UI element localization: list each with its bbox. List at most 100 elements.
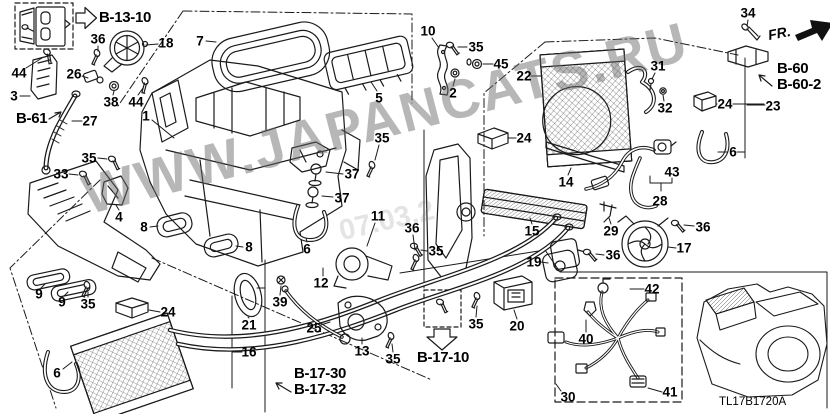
part-callout-22: 22 — [516, 68, 532, 84]
ref-label-b-17-30: B-17-30 — [294, 365, 347, 382]
evaporator-22 — [539, 48, 633, 168]
part-callout-35: 35 — [428, 243, 444, 259]
b-61-arrow-icon — [48, 111, 62, 120]
bolt-39 — [276, 275, 286, 285]
part-callout-31: 31 — [650, 58, 666, 74]
heater-housing — [139, 59, 361, 267]
foot-duct — [27, 160, 161, 283]
part-callout-24: 24 — [160, 304, 176, 320]
part-callout-33: 33 — [53, 166, 69, 182]
b-17-10-arrow-icon — [426, 328, 458, 351]
part-callout-6: 6 — [303, 241, 311, 257]
part-callout-35: 35 — [374, 130, 390, 146]
part-callout-35: 35 — [468, 316, 484, 332]
clip-29 — [599, 201, 617, 223]
part-callout-37: 37 — [334, 190, 350, 206]
b-17-30-arrow-icon — [275, 382, 292, 393]
resistor-20 — [493, 275, 533, 311]
part-callout-7: 7 — [196, 33, 204, 49]
part-callout-15: 15 — [524, 223, 540, 239]
part-callout-6: 6 — [729, 144, 737, 160]
ecu-module — [19, 6, 71, 47]
part-callout-3: 3 — [10, 88, 18, 104]
part-callout-20: 20 — [509, 318, 525, 334]
part-callout-10: 10 — [420, 23, 436, 39]
part-callout-16: 16 — [241, 344, 257, 360]
heater-core-16 — [70, 312, 194, 414]
nut-32 — [659, 87, 667, 95]
vent-5 — [323, 35, 414, 95]
part-callout-35: 35 — [468, 39, 484, 55]
ref-label-b-60-2: B-60-2 — [777, 76, 822, 93]
part-callout-8: 8 — [245, 239, 253, 255]
clamp-43 — [653, 139, 677, 155]
wire-harness-30 — [547, 278, 666, 388]
seal-9a — [26, 268, 71, 291]
pipe-28 — [584, 145, 658, 210]
part-callout-25: 25 — [306, 320, 322, 336]
part-callout-39: 39 — [272, 294, 288, 310]
connector-24a — [693, 91, 717, 112]
connector-24c — [115, 297, 149, 319]
aspirator-fan-17 — [617, 215, 669, 268]
b-60-arrow-icon — [758, 74, 773, 87]
part-callout-38: 38 — [103, 94, 119, 110]
connector-24b — [477, 127, 509, 150]
b-17-10-detail-box — [423, 289, 462, 328]
bracket-4 — [101, 175, 129, 206]
bracket-10 — [436, 44, 449, 96]
hose-strap-6b — [696, 130, 730, 165]
part-callout-9: 9 — [58, 294, 66, 310]
harness-detail-box — [554, 277, 683, 403]
part-callout-43: 43 — [664, 164, 680, 180]
part-callout-27: 27 — [82, 113, 98, 129]
valve-26 — [82, 69, 120, 92]
part-callout-23: 23 — [765, 98, 781, 114]
part-callout-35: 35 — [80, 296, 96, 312]
nut-2 — [450, 68, 460, 78]
part-callout-32: 32 — [657, 100, 673, 116]
ref-label-b-60: B-60 — [777, 60, 809, 77]
part-callout-1: 1 — [142, 108, 150, 124]
evaporator-pipes — [545, 65, 656, 173]
part-callout-24: 24 — [717, 96, 733, 112]
link-assembly — [289, 141, 331, 173]
ref-label-b-17-32: B-17-32 — [294, 381, 347, 398]
seal-8b — [203, 233, 239, 258]
clip-37b — [305, 186, 319, 209]
stud-31 — [647, 77, 655, 91]
ecu-detail-box — [14, 2, 74, 50]
servo-11 — [333, 247, 393, 289]
part-callout-17: 17 — [676, 240, 692, 256]
fr-direction-arrow-icon — [795, 20, 830, 41]
seal-8a — [156, 212, 193, 238]
part-callout-14: 14 — [558, 174, 574, 190]
gasket-7 — [211, 21, 331, 93]
part-callout-45: 45 — [493, 56, 509, 72]
part-callout-8: 8 — [140, 219, 148, 235]
ref-label-b-17-10: B-17-10 — [417, 349, 470, 366]
part-callout-36: 36 — [404, 220, 420, 236]
b-13-10-arrow-icon — [75, 6, 98, 30]
part-callout-26: 26 — [66, 66, 82, 82]
part-callout-36: 36 — [90, 31, 106, 47]
fan-actuator-18 — [103, 30, 149, 73]
part-callout-2: 2 — [449, 85, 457, 101]
part-callout-35: 35 — [81, 150, 97, 166]
part-callout-28: 28 — [652, 193, 668, 209]
part-callout-29: 29 — [603, 223, 619, 239]
part-callout-6: 6 — [53, 365, 61, 381]
diagram-code: TL17B1720A — [719, 396, 787, 408]
nut-45 — [466, 58, 483, 70]
ref-label-b-13-10: B-13-10 — [99, 9, 152, 26]
bracket-3 — [30, 54, 58, 100]
part-callout-4: 4 — [115, 209, 123, 225]
part-callout-12: 12 — [313, 275, 329, 291]
part-callout-11: 11 — [370, 208, 386, 224]
part-callout-40: 40 — [578, 331, 594, 347]
part-callout-36: 36 — [695, 219, 711, 235]
hose-strap-6a — [292, 204, 329, 242]
grommet-21 — [233, 272, 263, 318]
hose-strap-6c — [42, 350, 81, 394]
